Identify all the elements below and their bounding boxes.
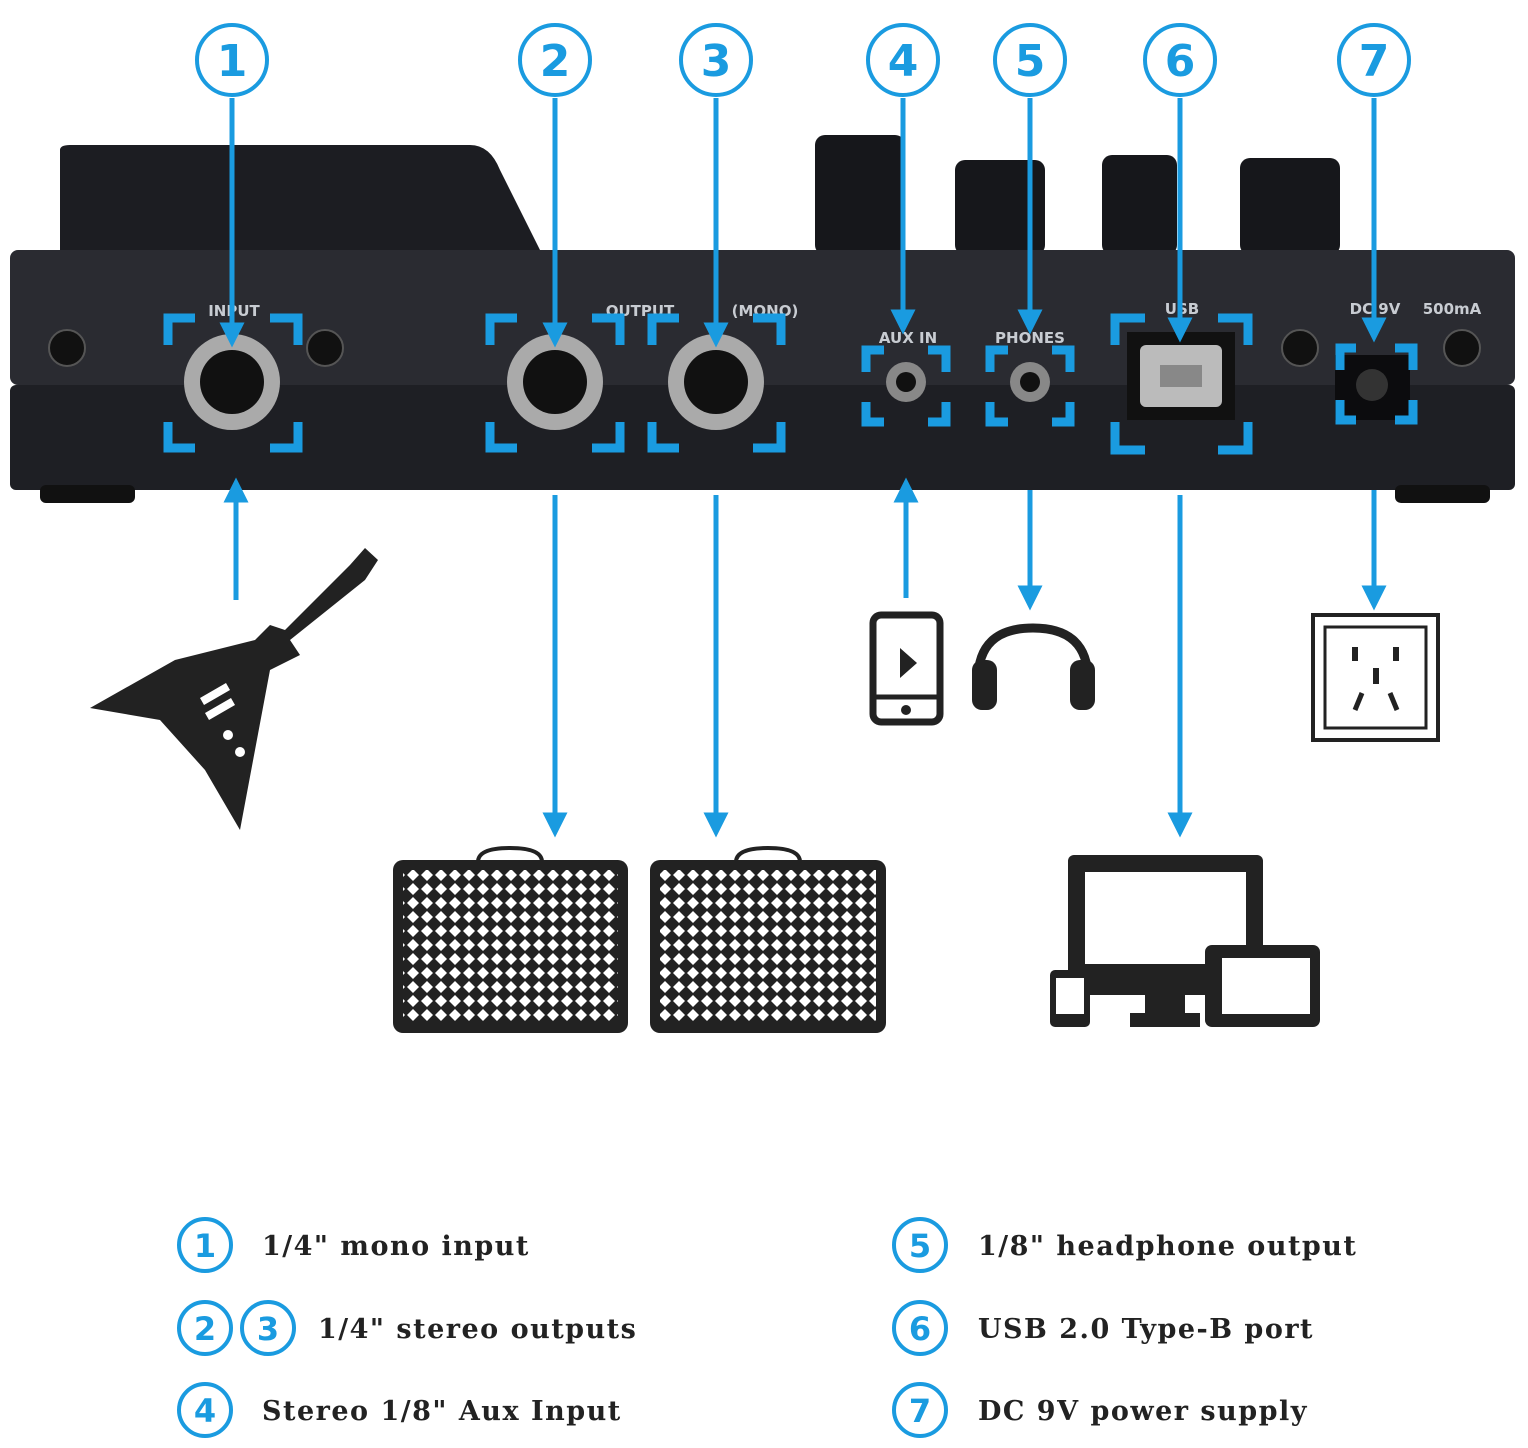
callout-number: 3	[701, 36, 732, 87]
callout-number: 5	[1015, 36, 1046, 87]
legend-text: 1/4" mono input	[262, 1231, 530, 1262]
legend-number: 7	[909, 1392, 931, 1430]
knob	[1240, 158, 1340, 255]
legend-number: 1	[194, 1227, 216, 1265]
headphones-icon	[972, 623, 1095, 710]
output-jack-right	[668, 334, 764, 430]
knob	[1102, 155, 1177, 255]
knob	[955, 160, 1045, 255]
legend-number: 4	[194, 1392, 216, 1430]
label-phones: PHONES	[995, 329, 1065, 347]
callouts: 1 2 3 4 5 6 7	[195, 23, 1411, 838]
speaker-icon	[650, 845, 886, 1033]
port-highlight-brackets	[163, 313, 1418, 455]
knob	[815, 135, 905, 255]
legend-text: Stereo 1/8" Aux Input	[262, 1396, 622, 1427]
callout-number: 6	[1165, 36, 1196, 87]
power-outlet-icon	[1311, 613, 1440, 742]
output-jack-left	[507, 334, 603, 430]
label-aux-in: AUX IN	[879, 329, 937, 347]
dc-jack	[1335, 355, 1410, 420]
legend-text: DC 9V power supply	[978, 1396, 1308, 1427]
callout-number: 1	[217, 36, 248, 87]
input-jack	[184, 334, 280, 430]
computer-tablet-icon	[1050, 855, 1320, 1027]
aux-in-jack	[886, 362, 926, 402]
legend-number: 5	[909, 1227, 931, 1265]
legend-number: 3	[257, 1310, 279, 1348]
callout-number: 2	[540, 36, 571, 87]
guitar-icon	[90, 548, 378, 830]
usb-port	[1127, 332, 1235, 420]
legend-number: 6	[909, 1310, 931, 1348]
phones-jack	[1010, 362, 1050, 402]
legend-text: 1/4" stereo outputs	[318, 1314, 637, 1345]
phone-icon	[869, 611, 944, 726]
legend-text: 1/8" headphone output	[978, 1231, 1357, 1262]
legend-number: 2	[194, 1310, 216, 1348]
speaker-icon	[393, 845, 628, 1033]
callout-number: 4	[888, 36, 919, 87]
legend-text: USB 2.0 Type-B port	[978, 1314, 1314, 1345]
callout-number: 7	[1359, 36, 1390, 87]
legend: 1 2 3 4 5 6 7 1/4" mono input 1/4" stere…	[177, 1217, 1357, 1438]
label-current: 500mA	[1423, 300, 1482, 318]
